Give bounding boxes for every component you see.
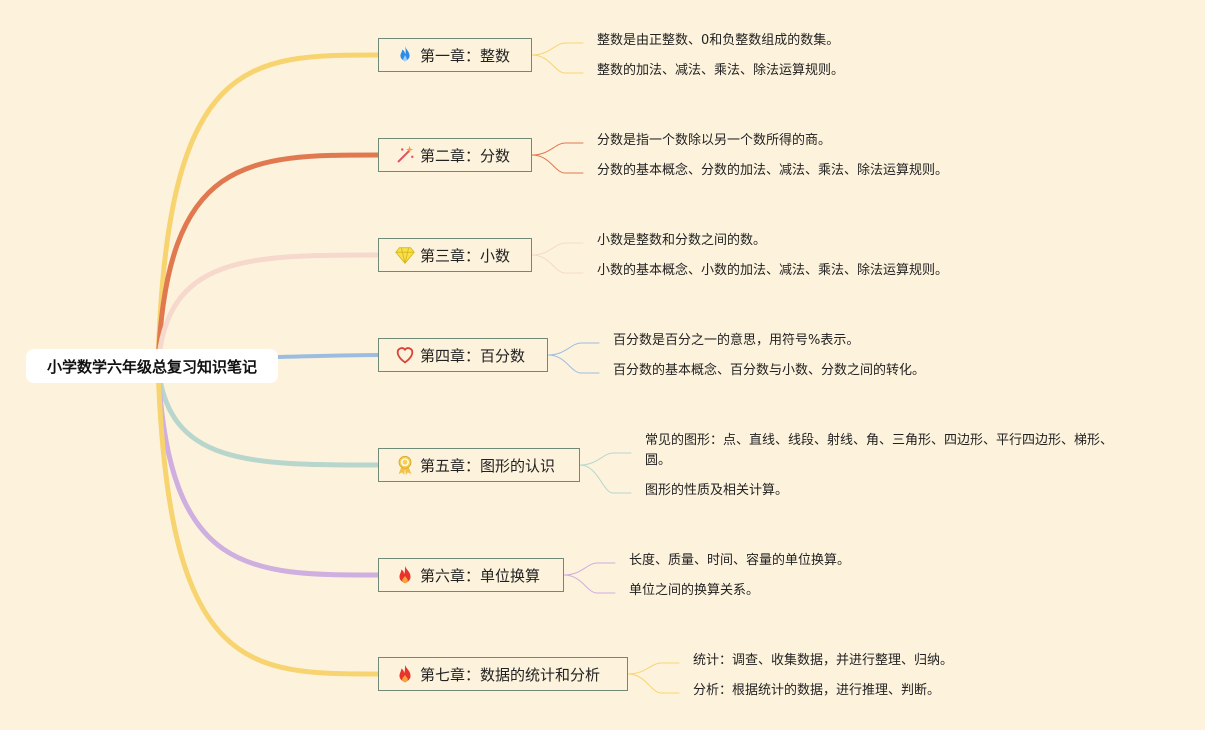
note-text[interactable]: 单位之间的换算关系。 [629, 583, 760, 598]
note-connector-3-1 [531, 242, 584, 256]
note-connector-5-1 [579, 452, 632, 466]
sparkle-wand-icon [394, 144, 416, 166]
chapter-title: 第四章：百分数 [420, 346, 526, 365]
chapter-node-2[interactable]: 第二章：分数 [378, 138, 532, 172]
note-connector-7-1 [627, 662, 680, 675]
note-text[interactable]: 整数的加法、减法、乘法、除法运算规则。 [597, 63, 845, 78]
note-text[interactable]: 长度、质量、时间、容量的单位换算。 [629, 553, 851, 568]
branch-line-1 [155, 52, 381, 369]
branch-line-2 [155, 152, 381, 369]
note-text[interactable]: 分数是指一个数除以另一个数所得的商。 [597, 133, 832, 148]
note-text[interactable]: 分析：根据统计的数据，进行推理、判断。 [693, 683, 941, 698]
diamond-icon [394, 244, 416, 266]
note-connector-2-1 [531, 142, 584, 156]
flame-icon [394, 44, 416, 66]
note-connector-6-1 [563, 562, 616, 576]
chapter-title: 第二章：分数 [420, 146, 511, 165]
note-connector-4-2 [547, 354, 600, 374]
fire-icon [394, 564, 416, 586]
root-topic[interactable]: 小学数学六年级总复习知识笔记 [26, 349, 278, 383]
branch-line-6 [155, 363, 381, 578]
fire-icon [394, 663, 416, 685]
note-connector-1-2 [531, 54, 584, 74]
chapter-node-1[interactable]: 第一章：整数 [378, 38, 532, 72]
chapter-title: 第一章：整数 [420, 46, 511, 65]
root-topic-label: 小学数学六年级总复习知识笔记 [46, 357, 257, 376]
note-connector-4-1 [547, 342, 600, 356]
chapter-title: 第五章：图形的认识 [420, 456, 556, 475]
chapter-node-5[interactable]: 第五章：图形的认识 [378, 448, 580, 482]
chapter-node-7[interactable]: 第七章：数据的统计和分析 [378, 657, 628, 691]
note-text[interactable]: 图形的性质及相关计算。 [645, 483, 789, 498]
note-text[interactable]: 统计：调查、收集数据，并进行整理、归纳。 [693, 653, 954, 668]
branch-line-7 [155, 363, 381, 677]
note-text[interactable]: 整数是由正整数、0和负整数组成的数集。 [597, 33, 840, 48]
chapter-title: 第三章：小数 [420, 246, 511, 265]
medal-icon [394, 454, 416, 476]
note-connector-2-2 [531, 154, 584, 174]
note-connector-1-1 [531, 42, 584, 56]
note-text[interactable]: 常见的图形：点、直线、线段、射线、角、三角形、四边形、平行四边形、梯形、圆。 [645, 433, 1114, 468]
note-connector-5-2 [579, 464, 632, 494]
note-text[interactable]: 分数的基本概念、分数的加法、减法、乘法、除法运算规则。 [597, 163, 949, 178]
note-text[interactable]: 百分数是百分之一的意思，用符号%表示。 [613, 333, 860, 348]
chapter-node-6[interactable]: 第六章：单位换算 [378, 558, 564, 592]
branch-line-5 [155, 363, 381, 468]
branch-line-4 [276, 353, 380, 359]
note-text[interactable]: 小数的基本概念、小数的加法、减法、乘法、除法运算规则。 [597, 263, 949, 278]
note-connector-7-2 [627, 673, 680, 694]
heart-icon [394, 344, 416, 366]
note-text[interactable]: 百分数的基本概念、百分数与小数、分数之间的转化。 [613, 363, 926, 378]
chapter-title: 第七章：数据的统计和分析 [420, 665, 601, 684]
branch-line-3 [155, 252, 381, 369]
note-connector-6-2 [563, 574, 616, 594]
chapter-node-4[interactable]: 第四章：百分数 [378, 338, 548, 372]
note-connector-3-2 [531, 254, 584, 274]
chapter-title: 第六章：单位换算 [420, 566, 541, 585]
chapter-node-3[interactable]: 第三章：小数 [378, 238, 532, 272]
note-text[interactable]: 小数是整数和分数之间的数。 [597, 233, 767, 248]
